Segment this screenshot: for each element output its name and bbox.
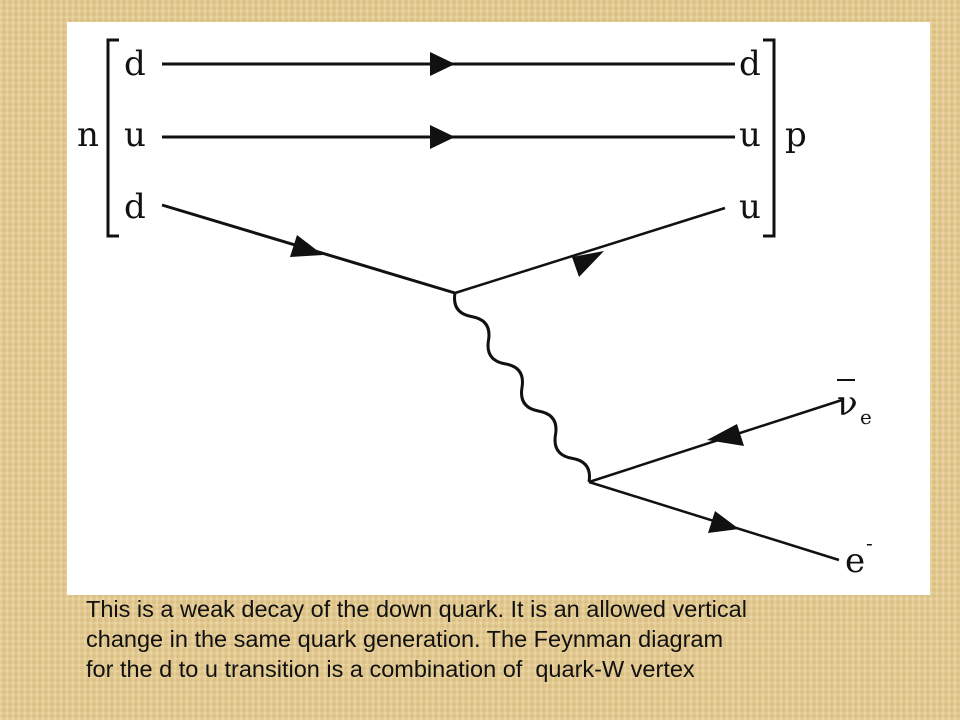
w-boson-wavy-line [453, 292, 591, 483]
incoming-d-arrow [290, 235, 323, 257]
spectator-d-arrow [430, 52, 455, 76]
proton-label: p [785, 115, 807, 155]
electron-superscript: - [866, 531, 873, 555]
left-quark-label-2: u [124, 115, 146, 155]
outgoing-u-arrow [572, 251, 604, 277]
caption-line-1: This is a weak decay of the down quark. … [86, 596, 747, 622]
antineutrino-arrow [707, 424, 744, 446]
caption-text: This is a weak decay of the down quark. … [86, 594, 946, 684]
neutron-bracket [106, 38, 119, 238]
electron-arrow [708, 511, 739, 533]
right-quark-label-1: d [739, 44, 761, 84]
caption-line-2: change in the same quark generation. The… [86, 626, 724, 652]
caption-line-3: for the d to u transition is a combinati… [86, 656, 695, 682]
antineutrino-label: ν [837, 384, 858, 424]
antineutrino-subscript: e [860, 405, 872, 429]
spectator-u-arrow [430, 125, 455, 149]
right-quark-label-2: u [739, 115, 761, 155]
feynman-diagram-panel: n p d u d d u u [67, 22, 930, 595]
left-quark-label-3: d [124, 187, 146, 227]
right-quark-label-3: u [739, 187, 761, 227]
feynman-diagram: n p d u d d u u [77, 38, 873, 581]
neutron-label: n [77, 115, 99, 155]
outgoing-u-quark-line [454, 206, 726, 295]
electron-label: e [845, 541, 865, 581]
left-quark-label-1: d [124, 44, 146, 84]
proton-bracket [763, 38, 776, 238]
